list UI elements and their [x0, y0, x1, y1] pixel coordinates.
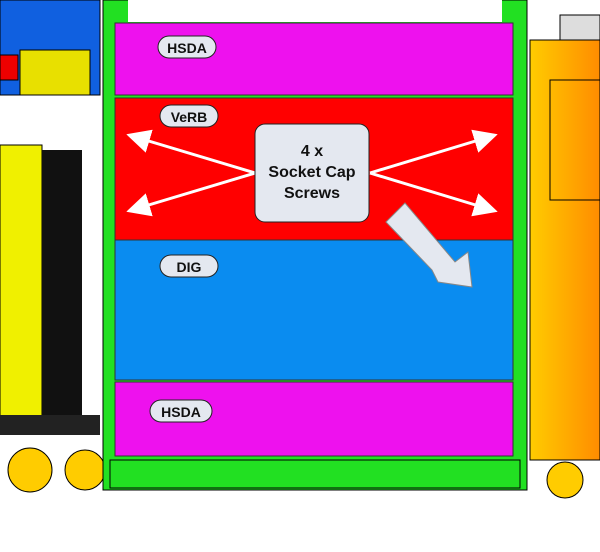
module-labels: HSDA VeRB DIG HSDA [149, 35, 219, 423]
callout-line-3: Screws [284, 185, 340, 202]
verb-label: VeRB [171, 109, 208, 125]
pointer-arrow [385, 202, 473, 288]
hsda-top-module [114, 22, 514, 96]
left-power-unit [0, 144, 106, 493]
hsda-top-label: HSDA [167, 40, 207, 56]
callout-line-2: Socket Cap [268, 164, 355, 181]
screw-callout: 4 x Socket Cap Screws [254, 123, 370, 223]
callout-line-1: 4 x [301, 143, 323, 160]
screw-arrows [126, 129, 498, 217]
left-top-device [0, 0, 101, 96]
dig-label: DIG [177, 259, 202, 275]
hsda-bottom-label: HSDA [161, 404, 201, 420]
right-cabinet [529, 14, 600, 499]
